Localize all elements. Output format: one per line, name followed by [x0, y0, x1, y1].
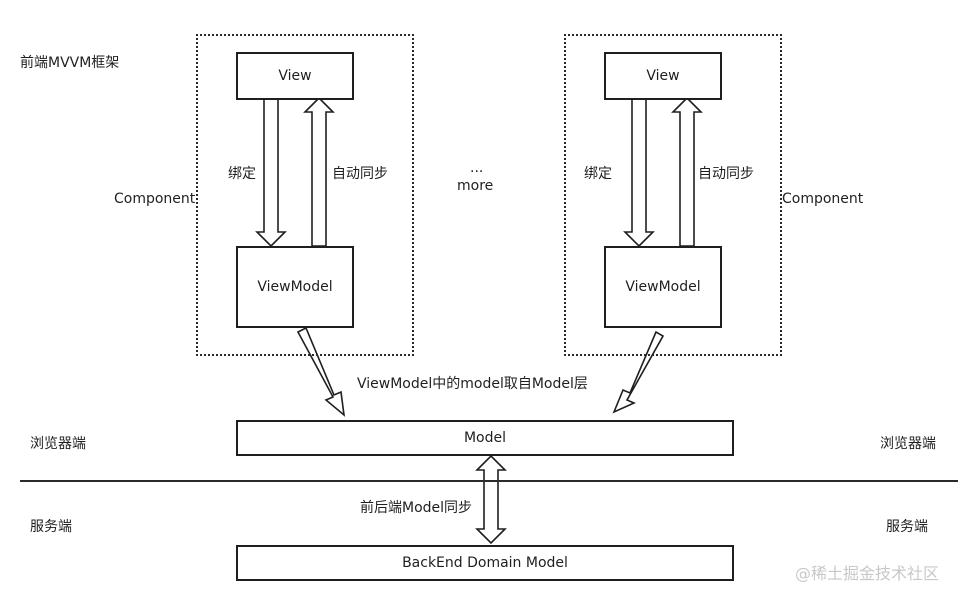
browser-label-left: 浏览器端 [30, 436, 86, 452]
view-box-left: View [236, 52, 354, 100]
model-box: Model [236, 420, 734, 456]
auto-sync-label-left: 自动同步 [332, 166, 388, 182]
browser-server-divider [20, 480, 958, 482]
bind-label-right: 绑定 [584, 166, 612, 182]
view-label-left: View [278, 68, 312, 84]
backend-model-box: BackEnd Domain Model [236, 545, 734, 581]
model-arrow-left [296, 326, 346, 417]
sync-label: 前后端Model同步 [360, 500, 473, 516]
browser-label-right: 浏览器端 [880, 436, 936, 452]
more-label: more [457, 178, 494, 194]
bind-arrow-right [623, 97, 655, 248]
component-label-left: Component [114, 191, 196, 207]
model-arrow-right [612, 330, 665, 414]
backend-label: BackEnd Domain Model [402, 555, 568, 571]
bind-label-left: 绑定 [228, 166, 256, 182]
title-label: 前端MVVM框架 [20, 55, 120, 71]
bind-arrow-left [255, 97, 287, 248]
viewmodel-label-right: ViewModel [625, 279, 701, 295]
component-label-right: Component [782, 191, 864, 207]
component-container-left [196, 34, 414, 356]
sync-double-arrow [475, 454, 507, 545]
sync-arrow-left [303, 96, 335, 247]
sync-arrow-right [671, 96, 703, 247]
view-box-right: View [604, 52, 722, 100]
server-label-right: 服务端 [886, 519, 928, 535]
auto-sync-label-right: 自动同步 [698, 166, 754, 182]
ellipsis-label: ... [470, 160, 484, 176]
viewmodel-label-left: ViewModel [257, 279, 333, 295]
view-label-right: View [646, 68, 680, 84]
model-label: Model [463, 430, 507, 446]
component-container-right [564, 34, 782, 356]
viewmodel-box-right: ViewModel [604, 246, 722, 328]
server-label-left: 服务端 [30, 519, 72, 535]
model-source-label: ViewModel中的model取自Model层 [357, 376, 588, 392]
viewmodel-box-left: ViewModel [236, 246, 354, 328]
watermark: @稀土掘金技术社区 [795, 564, 940, 583]
